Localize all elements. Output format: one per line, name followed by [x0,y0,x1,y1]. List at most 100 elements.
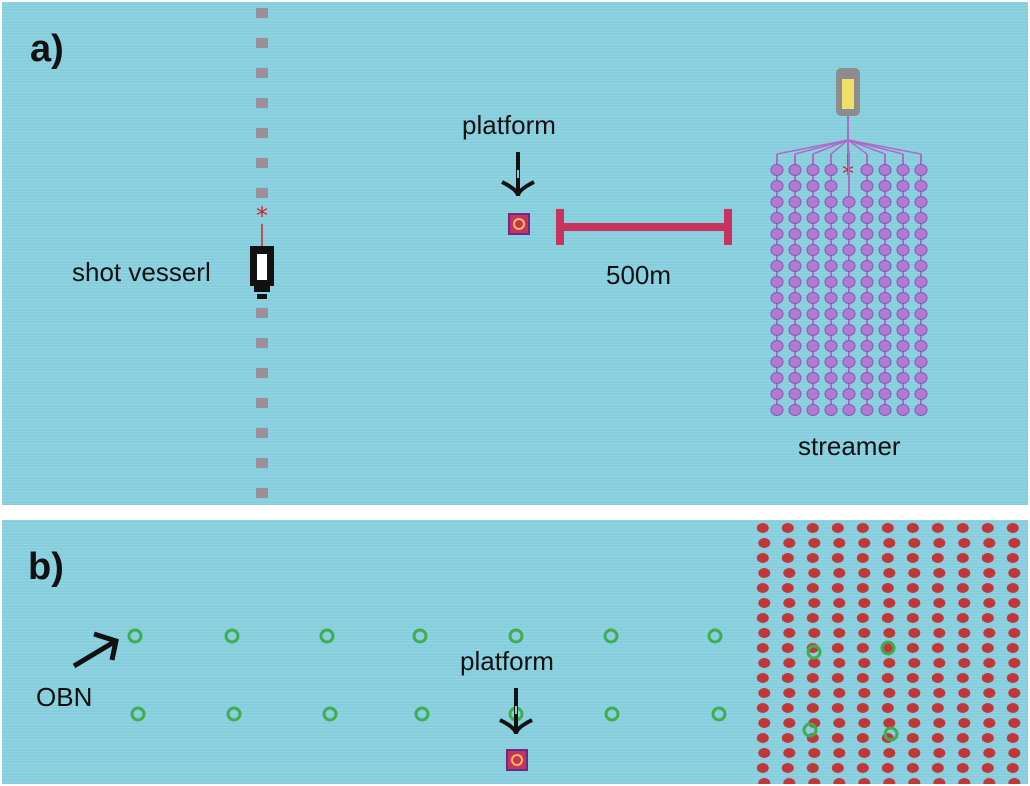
receiver-node [933,778,946,784]
receiver-node [981,673,994,683]
streamer-node [860,228,874,240]
receiver-node [781,733,794,743]
streamer-node [824,292,838,304]
receiver-node [781,583,794,593]
receiver-node [758,598,771,608]
receiver-node [783,568,796,578]
receiver-node [981,583,994,593]
shot-point [256,38,268,48]
receiver-node [956,703,969,713]
streamer-node [806,164,820,176]
receiver-node [833,598,846,608]
receiver-node [908,538,921,548]
streamer-node [770,260,784,272]
receiver-node [906,553,919,563]
receiver-node [983,778,996,784]
panel-a-diagram: * * [250,8,928,498]
platform-label: platform [460,646,554,676]
receiver-node [781,613,794,623]
receiver-node [933,718,946,728]
obn-node [226,706,242,722]
receiver-node [883,748,896,758]
streamer-node [896,228,910,240]
receiver-node [908,598,921,608]
streamer-node [770,372,784,384]
streamer-node [860,308,874,320]
receiver-node [1008,598,1021,608]
streamer-node [878,228,892,240]
receiver-node [1008,658,1021,668]
receiver-node [808,688,821,698]
tow-line [776,139,849,155]
receiver-node [783,688,796,698]
receiver-node [931,733,944,743]
streamer-node [878,292,892,304]
streamer-label: streamer [798,431,901,461]
streamer-node [788,388,802,400]
receiver-node [956,733,969,743]
receiver-node [806,523,819,533]
shot-point [256,458,268,468]
receiver-node [931,553,944,563]
shot-point [256,8,268,18]
streamer-node [806,180,820,192]
receiver-node [856,703,869,713]
receiver-node [956,643,969,653]
receiver-node [881,763,894,773]
streamer-node [914,372,928,384]
tow-line [847,139,850,155]
shot-point [256,68,268,78]
platform-icon [508,213,530,235]
receiver-node [933,658,946,668]
streamer-node [788,180,802,192]
receiver-node [858,538,871,548]
receiver-node [833,628,846,638]
receiver-node [833,538,846,548]
streamer-node [914,388,928,400]
receiver-node [831,553,844,563]
receiver-node [756,673,769,683]
receiver-node [858,688,871,698]
receiver-node [981,523,994,533]
receiver-node [758,538,771,548]
streamer-node [878,404,892,416]
receiver-node [831,733,844,743]
receiver-node [906,583,919,593]
streamer-node [824,164,838,176]
streamer-node [788,276,802,288]
receiver-node [933,598,946,608]
receiver-node [856,523,869,533]
streamer-node [770,180,784,192]
tow-line [812,139,849,155]
streamer-node [842,244,856,256]
streamer-node [878,164,892,176]
receiver-node [1006,613,1019,623]
receiver-node [983,688,996,698]
receiver-node [931,643,944,653]
receiver-node [981,553,994,563]
receiver-node [858,748,871,758]
receiver-node [808,748,821,758]
streamer-node [806,212,820,224]
receiver-node [783,598,796,608]
streamer-node [770,244,784,256]
receiver-node [806,613,819,623]
streamer-node [842,324,856,336]
receiver-node [931,703,944,713]
receiver-node [858,658,871,668]
receiver-node [1008,778,1021,784]
streamer-node [806,196,820,208]
streamer-node [896,372,910,384]
receiver-node [758,718,771,728]
obn-node [130,706,146,722]
receiver-node [931,523,944,533]
shot-point [256,158,268,168]
obn-node [880,640,896,656]
receiver-node [831,643,844,653]
streamer-node [788,292,802,304]
receiver-node [881,583,894,593]
streamer-node [914,308,928,320]
streamer-node [896,404,910,416]
streamer-node [896,340,910,352]
receiver-node [983,538,996,548]
